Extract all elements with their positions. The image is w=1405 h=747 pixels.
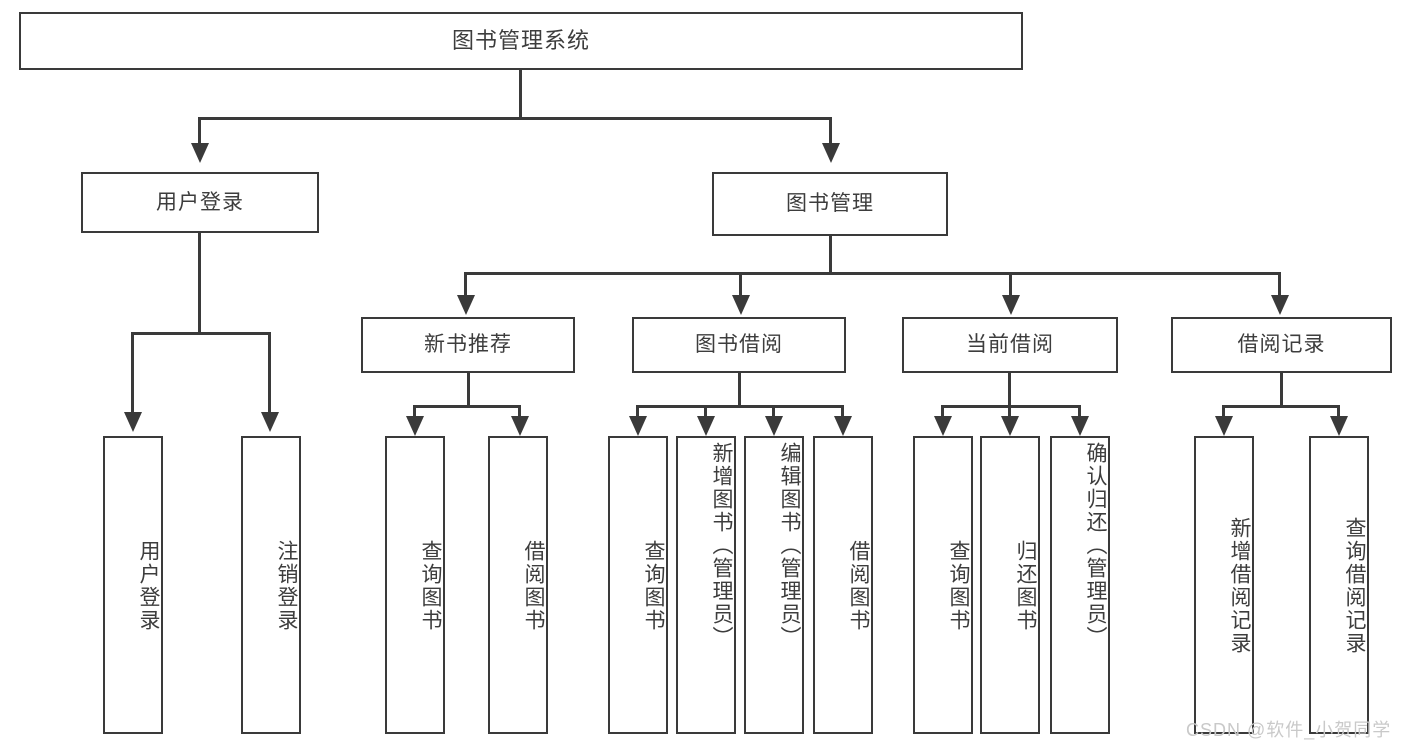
edge-book-mgmt-stem <box>829 236 832 274</box>
arrow-current-borrow-leaf-1 <box>934 416 952 436</box>
edge-book-borrow-to-leaf-3 <box>772 405 775 418</box>
edge-bus-to-current-borrow <box>1009 272 1012 297</box>
node-label: 注销登录 <box>275 540 298 632</box>
node-user-login[interactable]: 用户登录 <box>81 172 319 233</box>
edge-user-login-stem <box>198 233 201 334</box>
leaf-current-borrow-query[interactable]: 查询图书 <box>913 436 973 734</box>
leaf-current-borrow-confirm-return[interactable]: 确认归还（管理员） <box>1050 436 1110 734</box>
edge-user-login-to-leaf-2 <box>268 332 271 414</box>
node-label: 归还图书 <box>1014 540 1037 632</box>
node-borrow-record[interactable]: 借阅记录 <box>1171 317 1392 373</box>
arrow-to-user-login <box>191 143 209 163</box>
node-root-library-system[interactable]: 图书管理系统 <box>19 12 1023 70</box>
edge-root-bus <box>198 117 832 120</box>
leaf-user-login-logout[interactable]: 注销登录 <box>241 436 301 734</box>
arrow-to-book-mgmt <box>822 143 840 163</box>
leaf-borrow-record-add[interactable]: 新增借阅记录 <box>1194 436 1254 734</box>
node-label: 确认归还（管理员） <box>1084 442 1107 649</box>
node-label: 借阅记录 <box>1237 333 1326 357</box>
node-book-management[interactable]: 图书管理 <box>712 172 948 236</box>
leaf-new-book-query[interactable]: 查询图书 <box>385 436 445 734</box>
edge-new-book-to-leaf-2 <box>518 405 521 418</box>
node-label: 编辑图书（管理员） <box>778 442 801 649</box>
node-label: 查询图书 <box>947 540 970 632</box>
node-label: 新增借阅记录 <box>1228 517 1251 655</box>
node-label: 借阅图书 <box>847 540 870 632</box>
arrow-user-login-leaf-2 <box>261 412 279 432</box>
edge-borrow-record-to-leaf-2 <box>1337 405 1340 418</box>
edge-bus-to-book-borrow <box>739 272 742 297</box>
edge-borrow-record-stem <box>1280 373 1283 407</box>
edge-user-login-bus <box>131 332 271 335</box>
arrow-new-book-leaf-1 <box>406 416 424 436</box>
node-label: 新书推荐 <box>424 333 512 357</box>
node-book-borrow[interactable]: 图书借阅 <box>632 317 846 373</box>
node-new-book-recommend[interactable]: 新书推荐 <box>361 317 575 373</box>
arrow-book-borrow-leaf-1 <box>629 416 647 436</box>
edge-book-borrow-to-leaf-2 <box>704 405 707 418</box>
node-current-borrow[interactable]: 当前借阅 <box>902 317 1118 373</box>
leaf-book-borrow-borrow[interactable]: 借阅图书 <box>813 436 873 734</box>
edge-current-borrow-bus <box>941 405 1081 408</box>
arrow-book-borrow-leaf-3 <box>765 416 783 436</box>
edge-current-borrow-to-leaf-3 <box>1078 405 1081 418</box>
edge-user-login-to-leaf-1 <box>131 332 134 414</box>
arrow-borrow-record-leaf-1 <box>1215 416 1233 436</box>
arrow-to-borrow-record <box>1271 295 1289 315</box>
leaf-book-borrow-query[interactable]: 查询图书 <box>608 436 668 734</box>
leaf-borrow-record-query[interactable]: 查询借阅记录 <box>1309 436 1369 734</box>
node-label: 查询借阅记录 <box>1343 517 1366 655</box>
arrow-current-borrow-leaf-2 <box>1001 416 1019 436</box>
edge-book-borrow-bus <box>636 405 844 408</box>
node-label: 新增图书（管理员） <box>710 442 733 649</box>
node-label: 借阅图书 <box>522 540 545 632</box>
edge-book-borrow-to-leaf-4 <box>841 405 844 418</box>
arrow-new-book-leaf-2 <box>511 416 529 436</box>
leaf-book-borrow-edit[interactable]: 编辑图书（管理员） <box>744 436 804 734</box>
node-label: 用户登录 <box>137 540 160 632</box>
watermark-csdn: CSDN @软件_小贺同学 <box>1186 720 1392 740</box>
node-label: 查询图书 <box>419 540 442 632</box>
leaf-new-book-borrow[interactable]: 借阅图书 <box>488 436 548 734</box>
edge-new-book-to-leaf-1 <box>413 405 416 418</box>
edge-root-stem <box>519 70 522 119</box>
edge-book-borrow-stem <box>738 373 741 407</box>
arrow-borrow-record-leaf-2 <box>1330 416 1348 436</box>
edge-bus-to-borrow-record <box>1278 272 1281 297</box>
edge-current-borrow-to-leaf-2 <box>1008 405 1011 418</box>
leaf-book-borrow-add[interactable]: 新增图书（管理员） <box>676 436 736 734</box>
node-label: 查询图书 <box>642 540 665 632</box>
edge-book-borrow-to-leaf-1 <box>636 405 639 418</box>
edge-borrow-record-to-leaf-1 <box>1222 405 1225 418</box>
arrow-to-new-book <box>457 295 475 315</box>
edge-borrow-record-bus <box>1222 405 1340 408</box>
edge-book-mgmt-bus <box>464 272 1281 275</box>
edge-new-book-stem <box>467 373 470 407</box>
edge-current-borrow-to-leaf-1 <box>941 405 944 418</box>
node-label: 当前借阅 <box>966 333 1054 357</box>
arrow-book-borrow-leaf-2 <box>697 416 715 436</box>
node-label: 图书借阅 <box>695 333 783 357</box>
edge-new-book-bus <box>413 405 521 408</box>
arrow-book-borrow-leaf-4 <box>834 416 852 436</box>
node-label: 用户登录 <box>156 190 244 214</box>
node-label: 图书管理系统 <box>451 27 590 53</box>
leaf-current-borrow-return[interactable]: 归还图书 <box>980 436 1040 734</box>
edge-root-to-user-login <box>198 117 201 145</box>
edge-current-borrow-stem <box>1008 373 1011 407</box>
arrow-user-login-leaf-1 <box>124 412 142 432</box>
arrow-to-book-borrow <box>732 295 750 315</box>
edge-bus-to-new-book <box>464 272 467 297</box>
edge-root-to-book-mgmt <box>829 117 832 145</box>
leaf-user-login-login[interactable]: 用户登录 <box>103 436 163 734</box>
arrow-to-current-borrow <box>1002 295 1020 315</box>
arrow-current-borrow-leaf-3 <box>1071 416 1089 436</box>
node-label: 图书管理 <box>786 192 874 216</box>
